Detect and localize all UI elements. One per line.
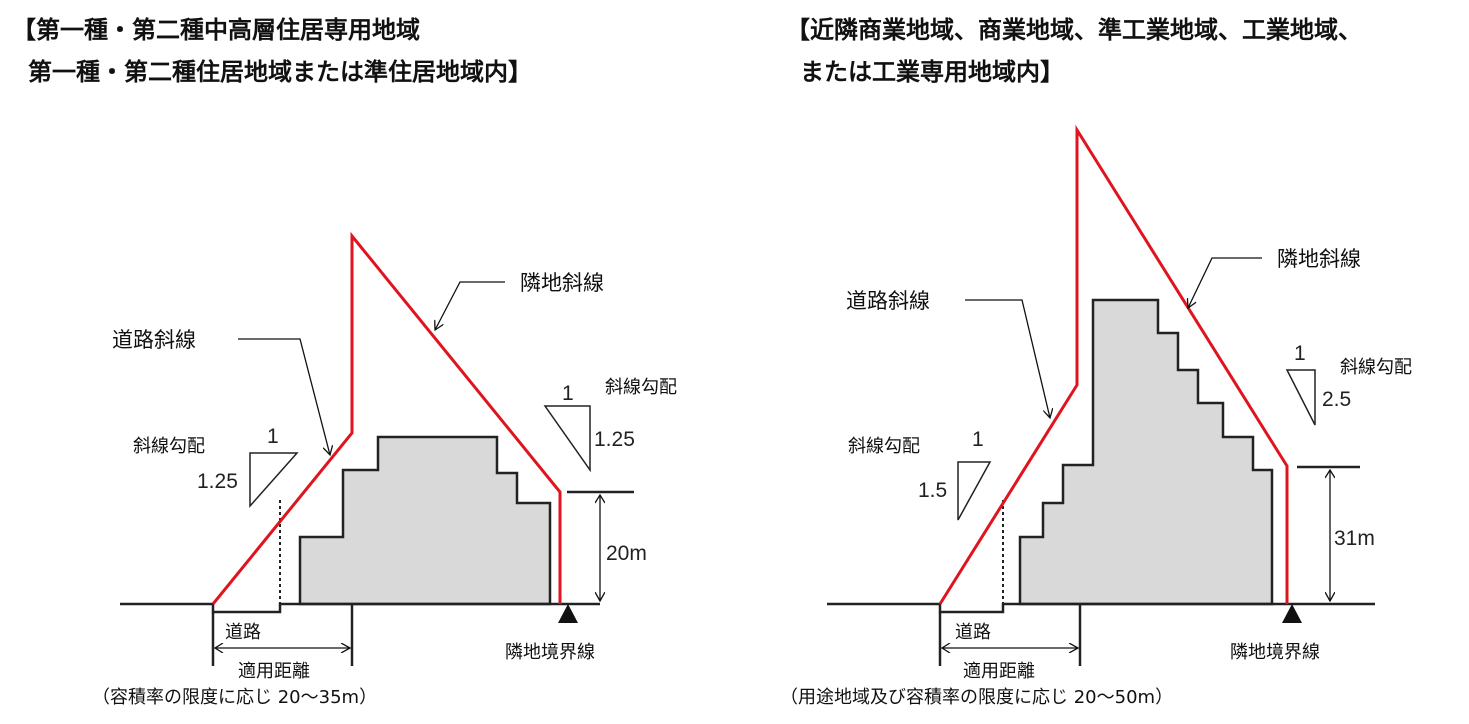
right-height-label: 31m xyxy=(1334,527,1375,550)
right-boundary-marker-icon xyxy=(1282,604,1302,623)
right-slope-envelope xyxy=(938,124,1289,605)
right-boundary-label: 隣地境界線 xyxy=(1230,642,1320,663)
right-diagram: 【近隣商業地域、商業地域、準工業地域、工業地域、 または工業専用地域内】 31m… xyxy=(780,16,1412,708)
right-road-gradient-triangle-icon xyxy=(957,461,992,521)
left-boundary-label: 隣地境界線 xyxy=(505,642,595,663)
left-road-slope-leader xyxy=(238,338,330,455)
right-road-gradient-rise: 1 xyxy=(972,428,984,451)
left-height-label: 20m xyxy=(606,542,647,565)
left-adjacent-gradient-run: 1.25 xyxy=(594,428,635,451)
left-title-line1: 【第一種・第二種中高層住居専用地域 xyxy=(12,16,420,44)
left-road-label: 道路 xyxy=(225,622,261,643)
right-title-line1: 【近隣商業地域、商業地域、準工業地域、工業地域、 xyxy=(786,16,1362,44)
right-road-gradient-run: 1.5 xyxy=(918,479,947,502)
right-building xyxy=(1018,298,1274,606)
right-road-gradient-label: 斜線勾配 xyxy=(848,436,920,457)
left-road-gradient-label: 斜線勾配 xyxy=(133,436,205,457)
right-adjacent-gradient-label: 斜線勾配 xyxy=(1340,357,1412,378)
right-distance-label: 適用距離 xyxy=(963,661,1035,682)
left-ground-line xyxy=(120,602,600,614)
left-adjacent-gradient-rise: 1 xyxy=(562,382,574,405)
right-adjacent-gradient-run: 2.5 xyxy=(1322,388,1351,411)
right-distance-note: （用途地域及び容積率の限度に応じ 20〜50m） xyxy=(780,687,1173,708)
left-distance-note: （容積率の限度に応じ 20〜35m） xyxy=(92,687,377,708)
left-diagram: 【第一種・第二種中高層住居専用地域 第一種・第二種住居地域または準住居地域内】 … xyxy=(12,16,677,708)
right-road-slope-leader xyxy=(965,299,1050,418)
right-adjacent-slope-leader xyxy=(1188,257,1262,308)
right-ground-line xyxy=(827,602,1375,614)
left-adjacent-gradient-triangle-icon xyxy=(543,405,591,473)
left-distance-label: 適用距離 xyxy=(238,661,310,682)
right-adjacent-slope-label: 隣地斜線 xyxy=(1277,247,1361,271)
left-adjacent-slope-label: 隣地斜線 xyxy=(520,271,604,295)
left-title-line2: 第一種・第二種住居地域または準住居地域内】 xyxy=(28,58,532,86)
left-boundary-marker-icon xyxy=(558,604,578,623)
left-road-gradient-run: 1.25 xyxy=(197,470,238,493)
left-building xyxy=(298,435,552,606)
left-adjacent-gradient-label: 斜線勾配 xyxy=(605,377,677,398)
left-road-slope-label: 道路斜線 xyxy=(112,328,196,352)
right-title-line2: または工業専用地域内】 xyxy=(800,58,1064,86)
left-road-gradient-triangle-icon xyxy=(249,452,299,508)
right-adjacent-gradient-triangle-icon xyxy=(1285,369,1316,426)
right-road-slope-label: 道路斜線 xyxy=(846,289,930,313)
left-adjacent-slope-leader xyxy=(435,281,505,330)
right-adjacent-gradient-rise: 1 xyxy=(1294,342,1306,365)
left-road-gradient-rise: 1 xyxy=(267,425,279,448)
left-slope-envelope xyxy=(211,231,562,605)
right-road-label: 道路 xyxy=(955,622,991,643)
